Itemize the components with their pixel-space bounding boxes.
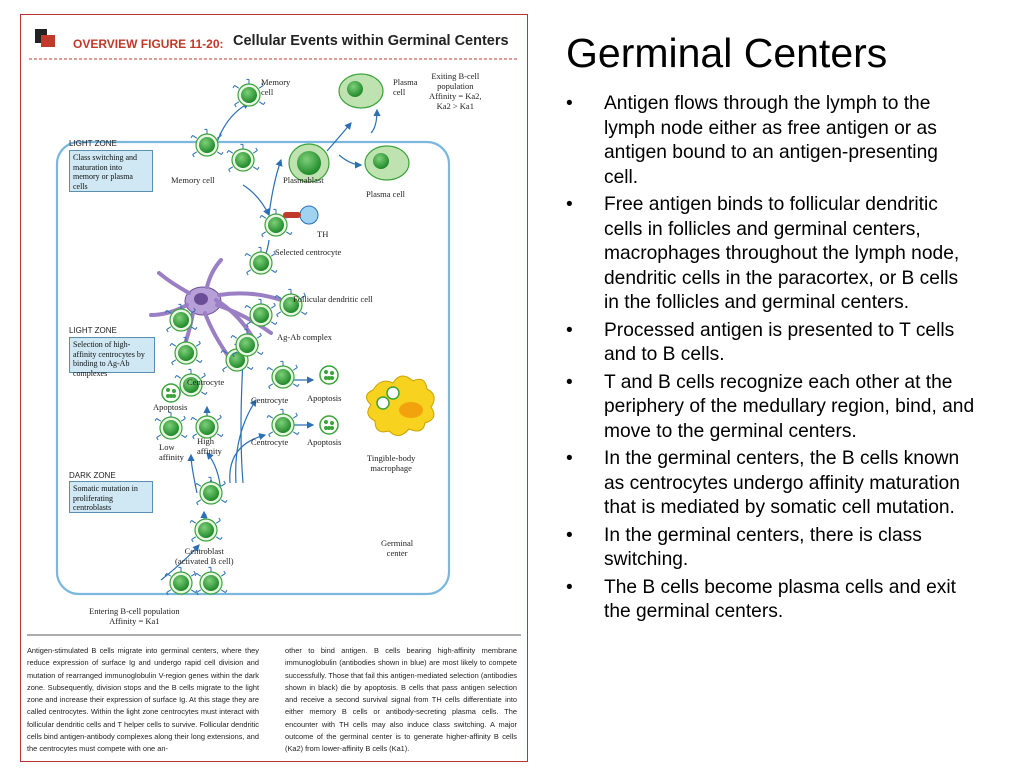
- germinal-center-figure: OVERVIEW FIGURE 11-20: Cellular Events w…: [20, 14, 528, 762]
- caption-right-column: other to bind antigen. B cells bearing h…: [285, 646, 517, 754]
- label-centrocyte-left: Centrocyte: [187, 377, 225, 387]
- label-centroblast: Centroblast (activated B cell): [175, 546, 234, 566]
- label-memory-cell-top: Memory cell: [261, 77, 291, 97]
- label-memory-cell: Memory cell: [171, 175, 215, 185]
- bullet-item: • T and B cells recognize each other at t…: [566, 371, 976, 445]
- figure-title: Cellular Events within Germinal Centers: [233, 33, 509, 49]
- b-cells: [154, 78, 308, 596]
- label-selected-centrocyte: Selected centrocyte: [275, 247, 342, 257]
- apoptotic-cell: [319, 365, 339, 385]
- caption-left-column: Antigen-stimulated B cells migrate into …: [27, 646, 259, 754]
- light-zone-2-box: Selection of high-affinity centrocytes b…: [69, 337, 155, 378]
- germinal-center-outline: [55, 140, 451, 596]
- bullet-text: T and B cells recognize each other at th…: [604, 371, 975, 442]
- bullet-symbol: •: [566, 319, 573, 341]
- bullet-item: • Free antigen binds to follicular dendri…: [566, 193, 976, 316]
- bullet-symbol: •: [566, 371, 573, 393]
- label-th: TH: [317, 229, 329, 239]
- slide-title: Germinal Centers: [566, 30, 888, 76]
- apoptotic-cells: [161, 365, 339, 435]
- bullet-text: In the germinal centers, the B cells kno…: [604, 448, 960, 518]
- b-cell: [244, 246, 278, 276]
- label-low-affinity: Low affinity: [159, 442, 184, 462]
- overview-icon: [35, 29, 55, 47]
- tingible-body-macrophage: [366, 375, 435, 436]
- light-zone-2-heading: LIGHT ZONE: [69, 326, 117, 335]
- label-follicular-dendritic-cell: Follicular dendritic cell: [293, 294, 373, 304]
- b-cell: [244, 298, 278, 328]
- plasma-cell-top: [338, 73, 384, 109]
- bullet-item: • In the germinal centers, the B cells kn…: [566, 447, 976, 521]
- figure-artwork: [27, 29, 521, 636]
- bullet-item: • In the germinal centers, there is class…: [566, 524, 976, 573]
- bullet-symbol: •: [566, 576, 573, 598]
- t-helper-cell: [283, 205, 319, 225]
- bullet-item: • Processed antigen is presented to T cel…: [566, 319, 976, 368]
- label-tingible-body: Tingible-body macrophage: [367, 453, 416, 473]
- b-cell: [226, 143, 260, 173]
- b-cell: [232, 78, 266, 108]
- b-cell: [230, 328, 264, 358]
- dark-zone-heading: DARK ZONE: [69, 471, 116, 480]
- b-cell: [164, 303, 198, 333]
- label-centrocyte-mid2: Centrocyte: [251, 437, 289, 447]
- b-cell: [164, 566, 198, 596]
- label-apoptosis-mid2: Apoptosis: [307, 437, 342, 447]
- b-cell: [189, 513, 223, 543]
- b-cell: [154, 411, 188, 441]
- bullet-symbol: •: [566, 448, 573, 469]
- b-cell: [194, 476, 228, 506]
- label-apoptosis-mid1: Apoptosis: [307, 393, 342, 403]
- plasmablast: [288, 143, 330, 183]
- apoptotic-cell: [161, 383, 181, 403]
- b-cell: [266, 360, 300, 390]
- bullet-symbol: •: [566, 194, 573, 215]
- bullet-item: • The B cells become plasma cells and exi…: [566, 576, 976, 625]
- label-ag-ab-complex: Ag-Ab complex: [277, 332, 333, 342]
- bullet-text: Processed antigen is presented to T cell…: [604, 319, 955, 366]
- label-high-affinity: High affinity: [197, 436, 222, 456]
- label-apoptosis-left: Apoptosis: [153, 402, 188, 412]
- figure-label: OVERVIEW FIGURE 11-20:: [73, 37, 224, 51]
- label-exiting-population: Exiting B-cell population Affinity = Ka2…: [429, 71, 482, 111]
- b-cell: [194, 566, 228, 596]
- bullet-symbol: •: [566, 93, 573, 114]
- b-cell: [169, 336, 203, 366]
- label-plasma-cell: Plasma cell: [366, 189, 405, 199]
- bullet-text: Antigen flows through the lymph to the l…: [604, 93, 938, 188]
- label-entering-population: Entering B-cell population Affinity = Ka…: [89, 606, 180, 626]
- flow-arrows: [160, 102, 381, 581]
- b-cell: [190, 410, 224, 440]
- bullet-text: The B cells become plasma cells and exit…: [604, 576, 956, 623]
- apoptotic-cell: [319, 415, 339, 435]
- bullet-symbol: •: [566, 524, 573, 546]
- b-cell: [190, 128, 224, 158]
- bullet-text: In the germinal centers, there is class …: [604, 524, 922, 571]
- bullet-text: Free antigen binds to follicular dendrit…: [604, 194, 960, 313]
- bullet-item: • Antigen flows through the lymph to the …: [566, 92, 976, 190]
- plasma-cell-mid: [364, 145, 410, 181]
- light-zone-1-box: Class switching and maturation into memo…: [69, 150, 153, 192]
- b-cell: [274, 288, 308, 318]
- label-plasma-cell-top: Plasma cell: [393, 77, 418, 97]
- label-centrocyte-mid1: Centrocyte: [251, 395, 289, 405]
- b-cell: [266, 408, 300, 438]
- bullet-list: • Antigen flows through the lymph to the …: [566, 92, 976, 628]
- dark-zone-box: Somatic mutation in proliferating centro…: [69, 481, 153, 513]
- light-zone-1-heading: LIGHT ZONE: [69, 139, 117, 148]
- label-germinal-center: Germinal center: [381, 538, 414, 558]
- label-plasmablast: Plasmablast: [283, 175, 324, 185]
